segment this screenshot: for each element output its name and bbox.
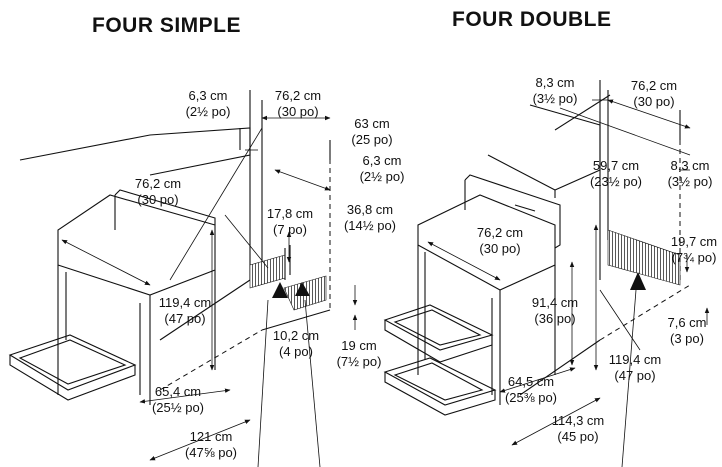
dim-s9-po: (4 po)	[279, 344, 313, 359]
double-oven-drawing	[383, 80, 710, 467]
dim-d9-po: (47 po)	[614, 368, 655, 383]
dim-d7-cm: 91,4 cm	[532, 295, 578, 310]
title-four-double: FOUR DOUBLE	[452, 8, 612, 31]
dim-s1-cm: 6,3 cm	[188, 88, 227, 103]
dim-d3-cm: 59,7 cm	[593, 158, 639, 173]
dim-s10-po: (7½ po)	[337, 354, 382, 369]
dim-s10-cm: 19 cm	[341, 338, 376, 353]
dim-s7-cm: 36,8 cm	[347, 202, 393, 217]
dim-d10-cm: 64,5 cm	[508, 374, 554, 389]
dim-s5-po: (30 po)	[137, 192, 178, 207]
dim-s11-po: (25½ po)	[152, 400, 204, 415]
dim-d5-po: (30 po)	[479, 241, 520, 256]
dim-s8-cm: 119,4 cm	[159, 295, 212, 310]
dim-s8-po: (47 po)	[164, 311, 205, 326]
dim-s9-cm: 10,2 cm	[273, 328, 319, 343]
title-four-simple: FOUR SIMPLE	[92, 14, 242, 37]
dim-s4-cm: 6,3 cm	[362, 153, 401, 168]
dim-d3-po: (23½ po)	[590, 174, 642, 189]
dim-s1-po: (2½ po)	[186, 104, 231, 119]
dim-d8-po: (3 po)	[670, 331, 704, 346]
outlet-arrow-left	[272, 282, 288, 298]
dim-d2-cm: 76,2 cm	[631, 78, 677, 93]
dim-s5-cm: 76,2 cm	[135, 176, 181, 191]
dim-d2-po: (30 po)	[633, 94, 674, 109]
dim-d4-po: (3½ po)	[668, 174, 713, 189]
dim-s7-po: (14½ po)	[344, 218, 396, 233]
dim-s11-cm: 65,4 cm	[155, 384, 201, 399]
dim-s6-po: (7 po)	[273, 222, 307, 237]
dim-s3-po: (25 po)	[351, 132, 392, 147]
dim-d11-po: (45 po)	[557, 429, 598, 444]
dim-d7-po: (36 po)	[534, 311, 575, 326]
dim-s6-cm: 17,8 cm	[267, 206, 313, 221]
dim-s4-po: (2½ po)	[360, 169, 405, 184]
dim-d1-cm: 8,3 cm	[535, 75, 574, 90]
dim-d6-po: (7¾ po)	[672, 250, 717, 265]
dim-d5-cm: 76,2 cm	[477, 225, 523, 240]
double-oven-labels: 8,3 cm (3½ po) 76,2 cm (30 po) 59,7 cm (…	[477, 75, 717, 444]
dim-d4-cm: 8,3 cm	[670, 158, 709, 173]
hatch-area-wall	[607, 229, 681, 286]
dim-d6-cm: 19,7 cm	[671, 234, 717, 249]
dim-s12-po: (47⅝ po)	[185, 445, 237, 460]
dim-d10-po: (25⅜ po)	[505, 390, 557, 405]
dim-d9-cm: 119,4 cm	[609, 352, 662, 367]
dim-s3-cm: 63 cm	[354, 116, 389, 131]
single-oven-labels: 6,3 cm (2½ po) 76,2 cm (30 po) 63 cm (25…	[135, 88, 405, 460]
dim-s2-po: (30 po)	[277, 104, 318, 119]
dim-d11-cm: 114,3 cm	[552, 413, 605, 428]
dim-s12-cm: 121 cm	[190, 429, 233, 444]
dim-d8-cm: 7,6 cm	[667, 315, 706, 330]
outlet-arrow-double	[630, 272, 646, 290]
dim-d1-po: (3½ po)	[533, 91, 578, 106]
single-oven-drawing	[8, 90, 358, 467]
outlet-arrow-right	[295, 282, 310, 296]
dim-s2-cm: 76,2 cm	[275, 88, 321, 103]
